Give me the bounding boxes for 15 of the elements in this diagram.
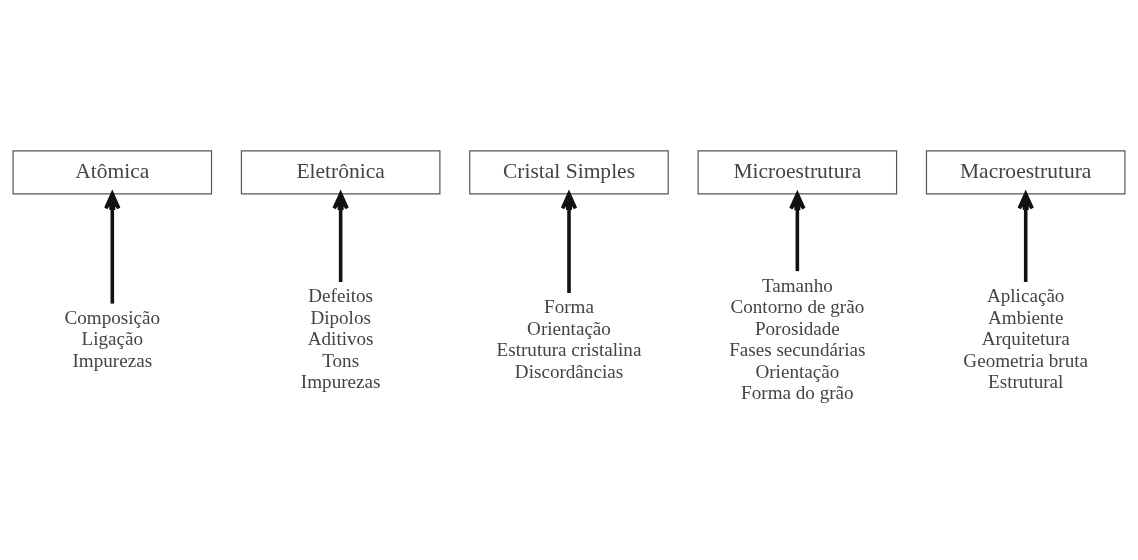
node-box: Atômica xyxy=(12,149,213,194)
node-box: Eletrônica xyxy=(240,149,441,194)
node-text: Aplicação Ambiente Arquitetura Geometria bruta Estrutural xyxy=(963,284,1089,392)
node-text: Forma Orientação Estrutura cristalina Discordâncias xyxy=(496,295,642,382)
arrow xyxy=(789,191,806,271)
node-text: Defeitos Dipolos Aditivos Tons Impurezas xyxy=(300,284,381,392)
arrow xyxy=(104,191,121,304)
arrow xyxy=(1017,191,1034,282)
node-box: Microestrutura xyxy=(697,149,898,194)
arrow xyxy=(332,191,349,282)
node-box: Cristal Simples xyxy=(469,149,669,194)
node-text: Composição Ligação Impurezas xyxy=(64,306,161,371)
arrow xyxy=(560,191,578,293)
node-text: Tamanho Contorno de grão Porosidade Fases secundárias Orientação Forma do grão xyxy=(729,274,866,403)
node-box: Macroestrutura xyxy=(925,149,1126,194)
